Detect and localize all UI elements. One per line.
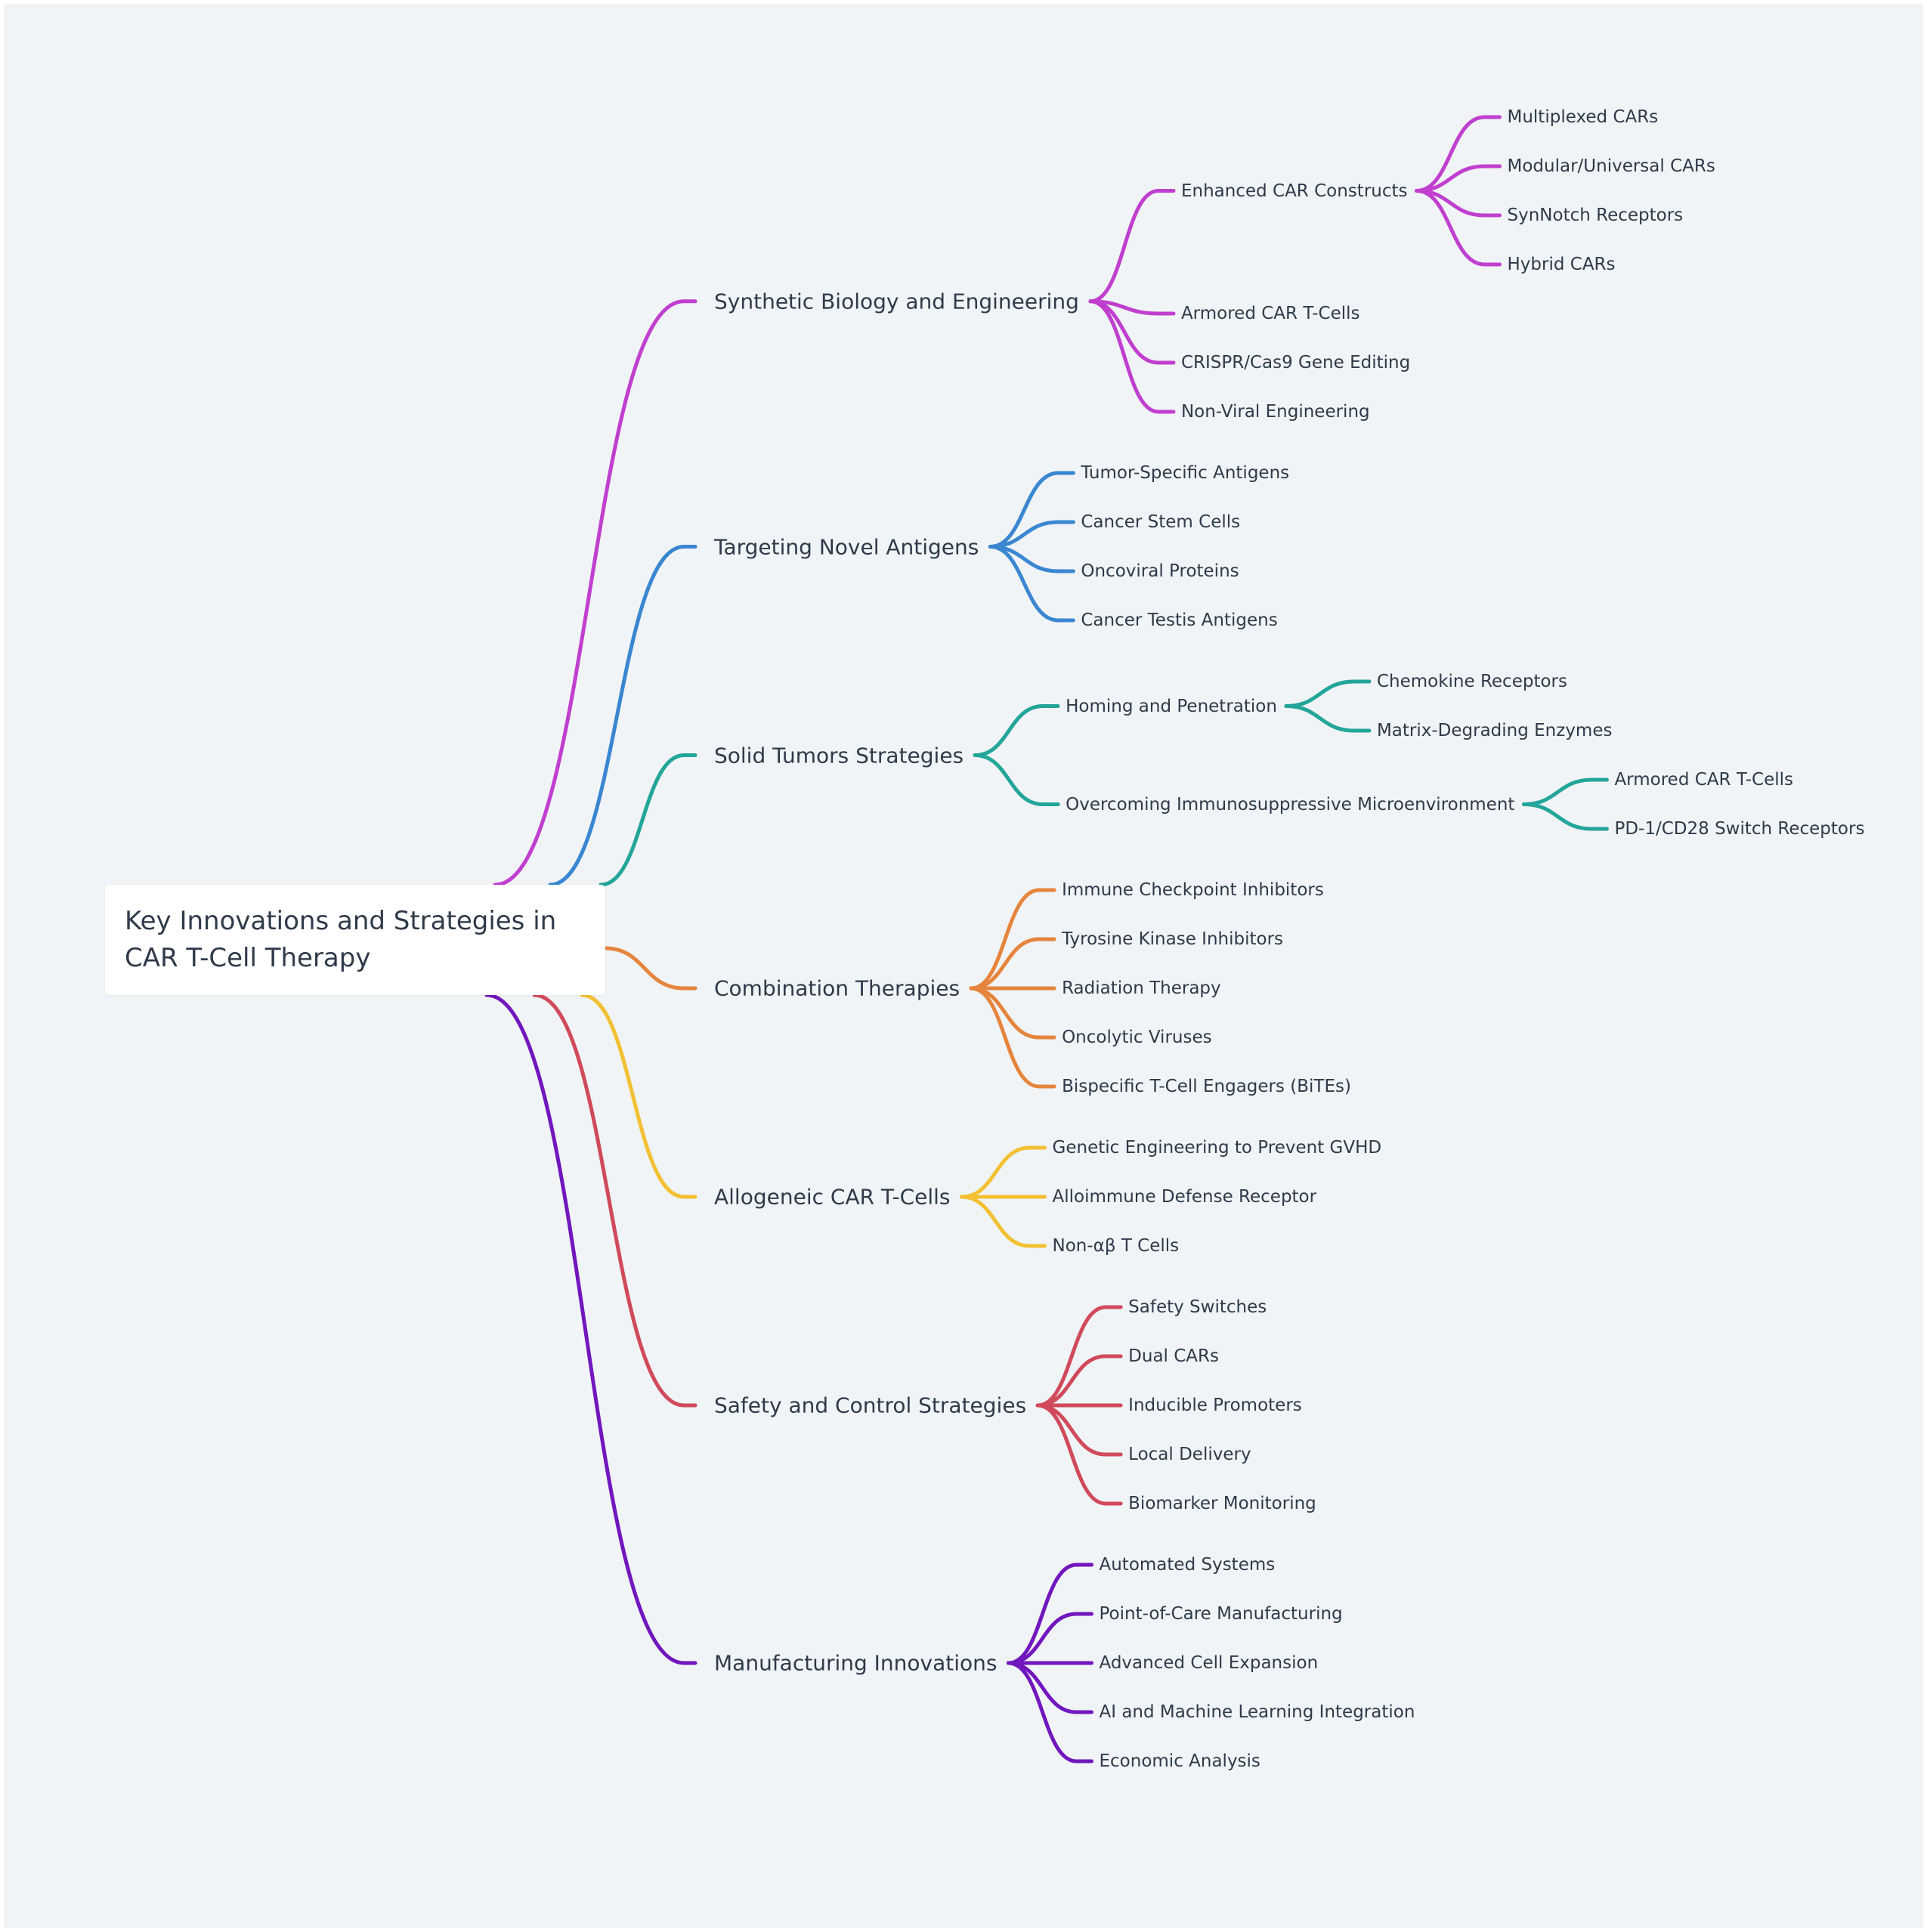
branch-7-child-1-label[interactable]: Automated Systems [1099, 1555, 1276, 1575]
branch-1-child-3-label[interactable]: CRISPR/Cas9 Gene Editing [1180, 353, 1411, 372]
link-root-5 [580, 993, 697, 1199]
link-branch-4-child-5 [969, 986, 1056, 1089]
branch-7-child-2-label[interactable]: Point-of-Care Manufacturing [1099, 1604, 1343, 1624]
branch-5-child-3-label[interactable]: Non-αβ T Cells [1052, 1236, 1180, 1256]
link-branch-2-child-2 [988, 520, 1075, 549]
branch-6-child-4-label[interactable]: Local Delivery [1128, 1445, 1251, 1464]
link-branch-2-child-4 [988, 545, 1075, 623]
link-branch-6-child-2 [1035, 1354, 1123, 1408]
link-branch-1-child-4 [1088, 299, 1176, 414]
link-branch-5-child-1 [960, 1145, 1047, 1199]
branch-3-child-2-leaf-2-label[interactable]: PD-1/CD28 Switch Receptors [1614, 819, 1865, 839]
branch-7-child-5-label[interactable]: Economic Analysis [1099, 1751, 1260, 1771]
branch-7-child-4-label[interactable]: AI and Machine Learning Integration [1099, 1702, 1415, 1722]
link-branch-3-child-1-leaf-1 [1284, 679, 1372, 708]
link-root-2 [548, 545, 697, 887]
link-root-3 [599, 753, 697, 887]
branch-2-child-3-label[interactable]: Oncoviral Proteins [1081, 561, 1239, 581]
branch-1-child-1-leaf-3-label[interactable]: SynNotch Receptors [1507, 206, 1684, 225]
link-branch-3-child-2-leaf-1 [1521, 777, 1609, 806]
branch-1-child-4-label[interactable]: Non-Viral Engineering [1180, 402, 1370, 422]
link-branch-4-child-1 [969, 888, 1056, 991]
link-branch-1-child-1-leaf-4 [1415, 189, 1502, 267]
link-branch-7-child-1 [1007, 1563, 1093, 1665]
link-root-4 [603, 946, 697, 991]
link-branch-7-child-2 [1007, 1612, 1093, 1665]
branch-4-child-3-label[interactable]: Radiation Therapy [1062, 978, 1221, 998]
link-branch-3-child-2 [973, 753, 1060, 806]
link-root-1 [493, 299, 697, 887]
branch-6-child-2-label[interactable]: Dual CARs [1128, 1346, 1219, 1366]
branch-2-label[interactable]: Targeting Novel Antigens [714, 534, 979, 559]
branch-2-child-4-label[interactable]: Cancer Testis Antigens [1081, 611, 1278, 630]
branch-6-child-3-label[interactable]: Inducible Promoters [1128, 1396, 1302, 1415]
branch-5-child-1-label[interactable]: Genetic Engineering to Prevent GVHD [1052, 1138, 1382, 1158]
branch-3-child-2-label[interactable]: Overcoming Immunosuppressive Microenviro… [1066, 794, 1515, 815]
branch-6-label[interactable]: Safety and Control Strategies [714, 1393, 1027, 1418]
branch-7-child-3-label[interactable]: Advanced Cell Expansion [1099, 1653, 1319, 1673]
link-branch-1-child-1-leaf-2 [1415, 164, 1502, 193]
branch-4-label[interactable]: Combination Therapies [714, 975, 960, 1001]
link-branch-3-child-1 [973, 704, 1060, 757]
link-branch-6-child-5 [1035, 1403, 1123, 1506]
branch-1-child-1-leaf-2-label[interactable]: Modular/Universal CARs [1507, 156, 1715, 176]
branch-3-child-1-leaf-1-label[interactable]: Chemokine Receptors [1376, 672, 1567, 691]
branch-3-child-1-label[interactable]: Homing and Penetration [1066, 696, 1277, 716]
link-branch-7-child-5 [1007, 1661, 1093, 1764]
branch-6-child-1-label[interactable]: Safety Switches [1128, 1297, 1267, 1317]
link-branch-5-child-3 [960, 1195, 1047, 1248]
link-root-7 [484, 993, 697, 1665]
link-branch-6-child-1 [1035, 1305, 1123, 1408]
link-branch-4-child-2 [969, 937, 1056, 991]
branch-5-label[interactable]: Allogeneic CAR T-Cells [714, 1184, 951, 1210]
branch-3-child-1-leaf-2-label[interactable]: Matrix-Degrading Enzymes [1376, 721, 1613, 740]
branch-3-label[interactable]: Solid Tumors Strategies [714, 743, 964, 768]
link-branch-1-child-1-leaf-1 [1415, 115, 1502, 193]
branch-6-child-5-label[interactable]: Biomarker Monitoring [1128, 1494, 1316, 1513]
root-node[interactable]: Key Innovations and Strategies in CAR T-… [105, 885, 605, 995]
branch-4-child-1-label[interactable]: Immune Checkpoint Inhibitors [1062, 880, 1324, 900]
link-root-6 [532, 993, 697, 1408]
branch-1-child-1-leaf-1-label[interactable]: Multiplexed CARs [1507, 107, 1659, 127]
branch-1-label[interactable]: Synthetic Biology and Engineering [714, 289, 1079, 314]
branch-5-child-2-label[interactable]: Alloimmune Defense Receptor [1052, 1187, 1317, 1207]
link-branch-3-child-1-leaf-2 [1284, 704, 1372, 733]
branch-1-child-2-label[interactable]: Armored CAR T-Cells [1180, 304, 1360, 323]
branch-3-child-2-leaf-1-label[interactable]: Armored CAR T-Cells [1614, 770, 1794, 790]
branch-2-child-2-label[interactable]: Cancer Stem Cells [1081, 512, 1241, 532]
branch-2-child-1-label[interactable]: Tumor-Specific Antigens [1081, 463, 1290, 483]
link-branch-3-child-2-leaf-2 [1521, 802, 1609, 831]
branch-7-label[interactable]: Manufacturing Innovations [714, 1650, 998, 1676]
branch-4-child-5-label[interactable]: Bispecific T-Cell Engagers (BiTEs) [1062, 1077, 1351, 1096]
branch-4-child-4-label[interactable]: Oncolytic Viruses [1062, 1028, 1212, 1047]
link-branch-1-child-1 [1088, 189, 1176, 304]
branch-1-child-1-label[interactable]: Enhanced CAR Constructs [1180, 181, 1408, 201]
branch-4-child-2-label[interactable]: Tyrosine Kinase Inhibitors [1062, 929, 1284, 949]
root-node-label: Key Innovations and Strategies in CAR T-… [125, 906, 557, 973]
branch-1-child-1-leaf-4-label[interactable]: Hybrid CARs [1507, 255, 1616, 274]
link-branch-2-child-1 [988, 471, 1075, 549]
